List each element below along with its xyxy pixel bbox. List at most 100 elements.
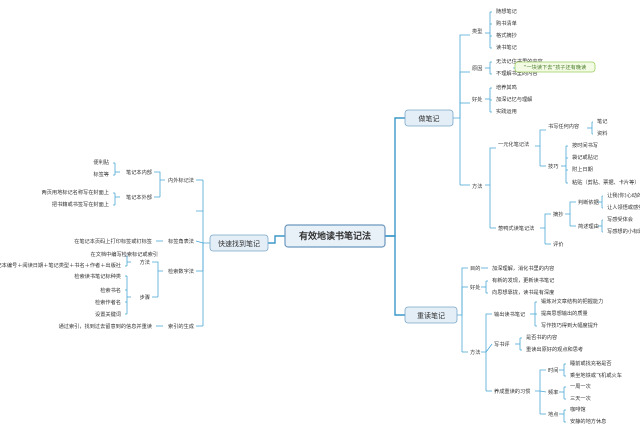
node-zuo-haochu: 好处 xyxy=(472,95,482,103)
leaf-chong-shuchu: 提高思想输出的质量 xyxy=(541,309,588,317)
leaf-kuai-neibu: 便利贴 xyxy=(93,158,109,166)
leaf-zuo-shuxie: 笔记 xyxy=(597,117,607,125)
node-chong-didian: 地点 xyxy=(548,410,558,418)
connector-main-kuai xyxy=(268,235,285,244)
leaf-zuo-jiqiao: 粘贴（剪贴、票据、卡片等） xyxy=(572,178,639,186)
node-zuo-jiqiao: 技巧 xyxy=(548,162,558,170)
leaf-kuai-suoyin: 通过索引，找到过去留意到的信息并重读 xyxy=(59,322,152,330)
leaf-kuai-biaoqian: 在笔记本页码上打印标签或钉标签 xyxy=(74,237,152,245)
branch-chong-label: 重读笔记 xyxy=(417,311,445,320)
leaf-chong-pingjia: 重读出原好的观点和思考 xyxy=(526,345,583,353)
node-kuai-biaoqian: 标签角表法 xyxy=(168,237,194,245)
leaf-chong-shijian: 乘坐地铁或飞机或火车 xyxy=(570,371,622,379)
leaf-zuo-leixing: 随想笔记 xyxy=(496,7,517,15)
node-chong-pingjia: 写书评 xyxy=(494,340,510,348)
leaf-zuo-leixing: 购书清单 xyxy=(496,19,517,27)
leaf-zuo-xietz: 写感想的小标题 xyxy=(607,227,640,235)
leaf-chong-mudi: 加深理解，消化书里的内容 xyxy=(492,264,554,272)
leaf-zuo-yuanyin: 无法记住书里的内容 xyxy=(496,57,543,65)
leaf-kuai-buzhou: 检索作者名 xyxy=(95,298,121,306)
node-chong-haochu: 好处 xyxy=(470,283,480,291)
leaf-chong-pinlv: 一周一次 xyxy=(570,382,591,390)
leaf-kuai-neibu: 标签等 xyxy=(93,170,109,178)
node-zuo-pingjia: 评价 xyxy=(553,240,564,248)
connector-lines xyxy=(113,11,603,423)
node-kuai-suoyin: 索引的生成 xyxy=(168,322,194,330)
leaf-kuai-waibu: 把书籍或书签写在封面上 xyxy=(52,200,109,208)
leaf-zuo-yuanyin: 不理解书里的内容 xyxy=(496,69,538,77)
node-kuai-neiwai: 内外标记法 xyxy=(168,176,194,184)
node-zuo-yiyuan: 一元化笔记法 xyxy=(498,140,529,148)
node-kuai-buzhou: 步骤 xyxy=(140,293,150,301)
leaf-kuai-buzhou: 检索书名 xyxy=(100,286,121,294)
node-chong-shuchu: 输出读书笔记 xyxy=(494,310,525,318)
node-zuo-shuxie: 书写任何内容 xyxy=(548,122,579,130)
connector-line xyxy=(457,267,468,316)
connector-main-zuo xyxy=(385,117,405,237)
connector-line xyxy=(485,343,493,353)
leaf-chong-shijian: 睡前或找充裕是否 xyxy=(570,359,612,367)
connector-line xyxy=(154,171,165,181)
leaf-kuai-jiansuo-fangfa: 笔记本编号＋阅读日期＋笔记类型＋书名＋作者＋出版社 xyxy=(0,261,121,269)
connector-line xyxy=(196,210,210,244)
leaf-kuai-buzhou: 检索读书笔记标种类 xyxy=(74,272,121,280)
node-zuo-yuanyin: 原因 xyxy=(472,65,482,72)
node-chong-shijian: 时间 xyxy=(548,366,558,374)
leaf-chong-didian: 咖啡馆 xyxy=(570,405,586,413)
connector-line xyxy=(539,390,547,393)
leaf-zuo-jiqiao: 附上日期 xyxy=(572,165,593,173)
node-zuo-pdzh: 判断依据 xyxy=(578,198,599,206)
leaf-kuai-waibu: 两页用地标记名称写在封面上 xyxy=(42,188,109,196)
leaf-kuai-buzhou: 设置关键词 xyxy=(95,310,121,318)
leaf-kuai-jiansuo-fangfa: 在文档中编写检索标记或索引 xyxy=(91,250,158,258)
leaf-zuo-haochu: 实践运用 xyxy=(496,107,517,115)
leaf-zuo-xietz: 写感受体会 xyxy=(607,215,633,223)
branch-kuai-label: 快速找到笔记 xyxy=(218,239,260,248)
root-node xyxy=(284,224,386,248)
connector-line xyxy=(481,313,492,353)
leaf-zuo-shuxie: 资料 xyxy=(597,129,607,137)
note-box xyxy=(514,61,596,73)
branch-zuo-label: 做笔记 xyxy=(419,114,440,123)
leaf-chong-haochu: 有新的发现，更新读书笔记 xyxy=(492,276,554,284)
connector-line xyxy=(535,129,546,147)
connector-line xyxy=(535,369,546,392)
branch-chong-box xyxy=(404,306,458,324)
note-text: “一块读下去”孩子还有晚读 xyxy=(524,63,586,71)
leaf-zuo-pdzh: 让人领悟或感受到震撼的语句 xyxy=(607,203,640,211)
node-zuo-tiezhi: 摘抄 xyxy=(553,210,563,218)
node-kuai-jiansuo: 检索数字法 xyxy=(168,267,194,275)
connector-line xyxy=(195,240,204,244)
node-kuai-waibu: 笔记本外部 xyxy=(126,193,152,201)
root-title: 有效地读书笔记法 xyxy=(299,230,371,242)
node-zuo-leixing: 类型 xyxy=(472,27,482,35)
leaf-chong-pinlv: 三天一次 xyxy=(570,394,591,402)
leaf-chong-pingjia: 是否书的内容 xyxy=(526,333,557,341)
connector-line xyxy=(453,34,470,119)
connector-line xyxy=(485,147,496,186)
leaf-zuo-haochu: 培养其鸣 xyxy=(496,83,517,91)
connector-line xyxy=(540,213,551,229)
node-chong-mudi: 目的 xyxy=(470,264,480,272)
node-kuai-jiansuo-fangfa: 方法 xyxy=(140,258,150,266)
node-chong-pinlv: 频率 xyxy=(548,388,558,396)
node-chong-xiguan: 养成重读的习惯 xyxy=(494,387,530,395)
leaf-zuo-haochu: 加深记忆与理解 xyxy=(496,95,532,103)
branch-kuai-box xyxy=(209,234,269,252)
node-zuo-fangfa: 方法 xyxy=(472,182,482,190)
leaf-zuo-jiqiao: 按时间书写 xyxy=(572,141,598,149)
leaf-zuo-pdzh: 让我(你)心动的语句 xyxy=(607,191,640,199)
leaf-chong-shuchu: 写作技巧得到大幅度提升 xyxy=(541,321,598,329)
leaf-zuo-leixing: 格式摘抄 xyxy=(496,31,517,39)
connector-line xyxy=(152,261,163,272)
connector-main-chong xyxy=(385,235,405,316)
leaf-chong-didian: 安静的地方休息 xyxy=(570,417,606,425)
leaf-chong-haochu: 向思想靠拢，读书是有深度 xyxy=(492,288,554,296)
node-kuai-neibu: 笔记本内部 xyxy=(126,168,152,176)
branch-zuo-box xyxy=(404,109,454,127)
leaf-zuo-leixing: 读书笔记 xyxy=(496,43,517,51)
node-zuo-dele: 葱鸭式读笔记法 xyxy=(498,224,534,232)
connector-line xyxy=(565,201,576,215)
leaf-chong-shuchu: 锻炼对文章结构的把握能力 xyxy=(541,297,603,305)
